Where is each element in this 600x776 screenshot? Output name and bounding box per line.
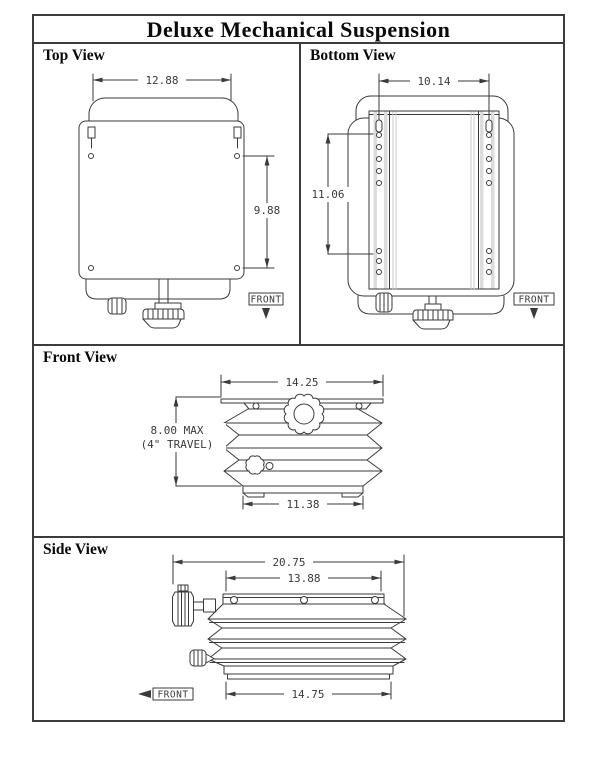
top-width-dim: 12.88 (145, 74, 178, 87)
panel-side-view: Side View (34, 538, 563, 720)
bottom-view-drawing: 10.14 11.06 FRONT (306, 73, 555, 330)
bottom-height-dim: 11.06 (311, 188, 344, 201)
front-height-dim-line1: 8.00 MAX (151, 424, 204, 437)
front-view-title: Front View (43, 349, 118, 366)
rail-dimension: 13.88 (225, 570, 382, 592)
front-indicator: FRONT (513, 292, 555, 319)
shaft (154, 278, 182, 310)
down-arrow-icon (530, 308, 538, 319)
side-view-drawing: 20.75 13.88 14.75 FRONT (138, 554, 407, 701)
width-dimension: 10.14 (378, 73, 490, 121)
height-dimension: 11.06 (306, 133, 374, 255)
front-width-dim: 14.25 (285, 376, 318, 389)
center-adjust-knob (142, 308, 185, 329)
seat-plate (78, 120, 245, 280)
page-title: Deluxe Mechanical Suspension (146, 17, 451, 42)
shaft (424, 295, 442, 311)
panel-bottom-view: Bottom View (301, 44, 563, 344)
front-base-dim: 11.38 (286, 498, 319, 511)
side-view-title: Side View (43, 541, 109, 558)
width-dimension: 12.88 (92, 73, 232, 102)
panel-top-view: Top View (34, 44, 301, 344)
side-adjust-knob (107, 297, 127, 315)
front-indicator: FRONT (248, 292, 284, 319)
height-dimension: 8.00 MAX (4" TRAVEL) (128, 396, 242, 487)
top-height-dim: 9.88 (254, 204, 281, 217)
side-rail-dim: 13.88 (287, 572, 320, 585)
slide-plate (368, 110, 500, 290)
bottom-width-dim: 10.14 (417, 75, 450, 88)
side-front-label: FRONT (157, 690, 188, 701)
down-arrow-icon (262, 308, 270, 319)
front-indicator: FRONT (138, 687, 194, 701)
side-base-dim: 14.75 (291, 688, 324, 701)
base-plate (242, 485, 364, 498)
side-overall-dim: 20.75 (272, 556, 305, 569)
front-view-drawing: 14.25 8.00 MAX (4" TRAVEL) 11.38 (128, 374, 384, 511)
side-adjust-knob (189, 649, 215, 667)
title-bar: Deluxe Mechanical Suspension (34, 16, 563, 44)
left-arrow-icon (138, 690, 151, 698)
top-view-drawing: 12.88 9.88 FRONT (78, 73, 289, 329)
rail-holes-right (485, 119, 493, 275)
drawing-sheet: Deluxe Mechanical Suspension Top View (32, 14, 565, 722)
height-dimension: 9.88 (242, 155, 289, 269)
side-adjust-knob (245, 455, 274, 475)
overall-dimension: 20.75 (172, 554, 405, 617)
width-dimension: 14.25 (220, 374, 384, 397)
top-view-title: Top View (43, 47, 105, 64)
panel-front-view: Front View (34, 346, 563, 538)
center-adjust-knob (412, 309, 454, 330)
base-dimension: 11.38 (242, 495, 364, 511)
center-adjust-knob (283, 393, 325, 435)
front-adjust-knob (172, 584, 216, 627)
mount-bracket (85, 278, 231, 300)
row-top-bottom: Top View (34, 44, 563, 346)
top-front-label: FRONT (250, 295, 281, 306)
front-height-dim-line2: (4" TRAVEL) (141, 438, 214, 451)
base-dimension: 14.75 (225, 681, 392, 701)
bottom-view-title: Bottom View (310, 47, 396, 64)
bellows (207, 603, 407, 667)
base-plate (223, 665, 394, 680)
side-adjust-knob (375, 292, 393, 313)
bottom-front-label: FRONT (518, 295, 549, 306)
